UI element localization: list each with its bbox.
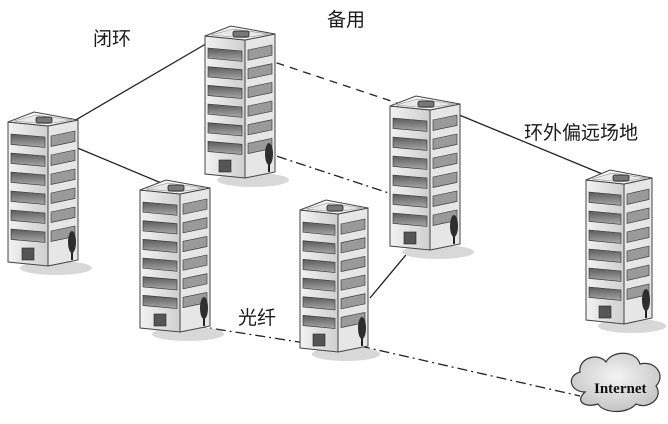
link-closed-loop-left-top	[62, 38, 216, 128]
backup-label: 备用	[327, 5, 365, 32]
internet-cloud: Internet	[571, 353, 660, 411]
closed-loop-label: 闭环	[93, 24, 131, 51]
building-layer	[8, 26, 666, 361]
building-center	[300, 200, 380, 361]
remote-site-label: 环外偏远场地	[524, 118, 638, 145]
building-top-center	[205, 26, 289, 187]
link-fiber-center-internet	[360, 346, 580, 396]
building-mid-left	[140, 180, 224, 341]
link-backup-top-midright-2	[258, 150, 398, 196]
building-left	[8, 112, 92, 275]
building-mid-right	[390, 96, 474, 259]
fiber-label: 光纤	[238, 303, 276, 330]
building-far-right	[586, 170, 666, 333]
internet-label: Internet	[594, 381, 647, 397]
